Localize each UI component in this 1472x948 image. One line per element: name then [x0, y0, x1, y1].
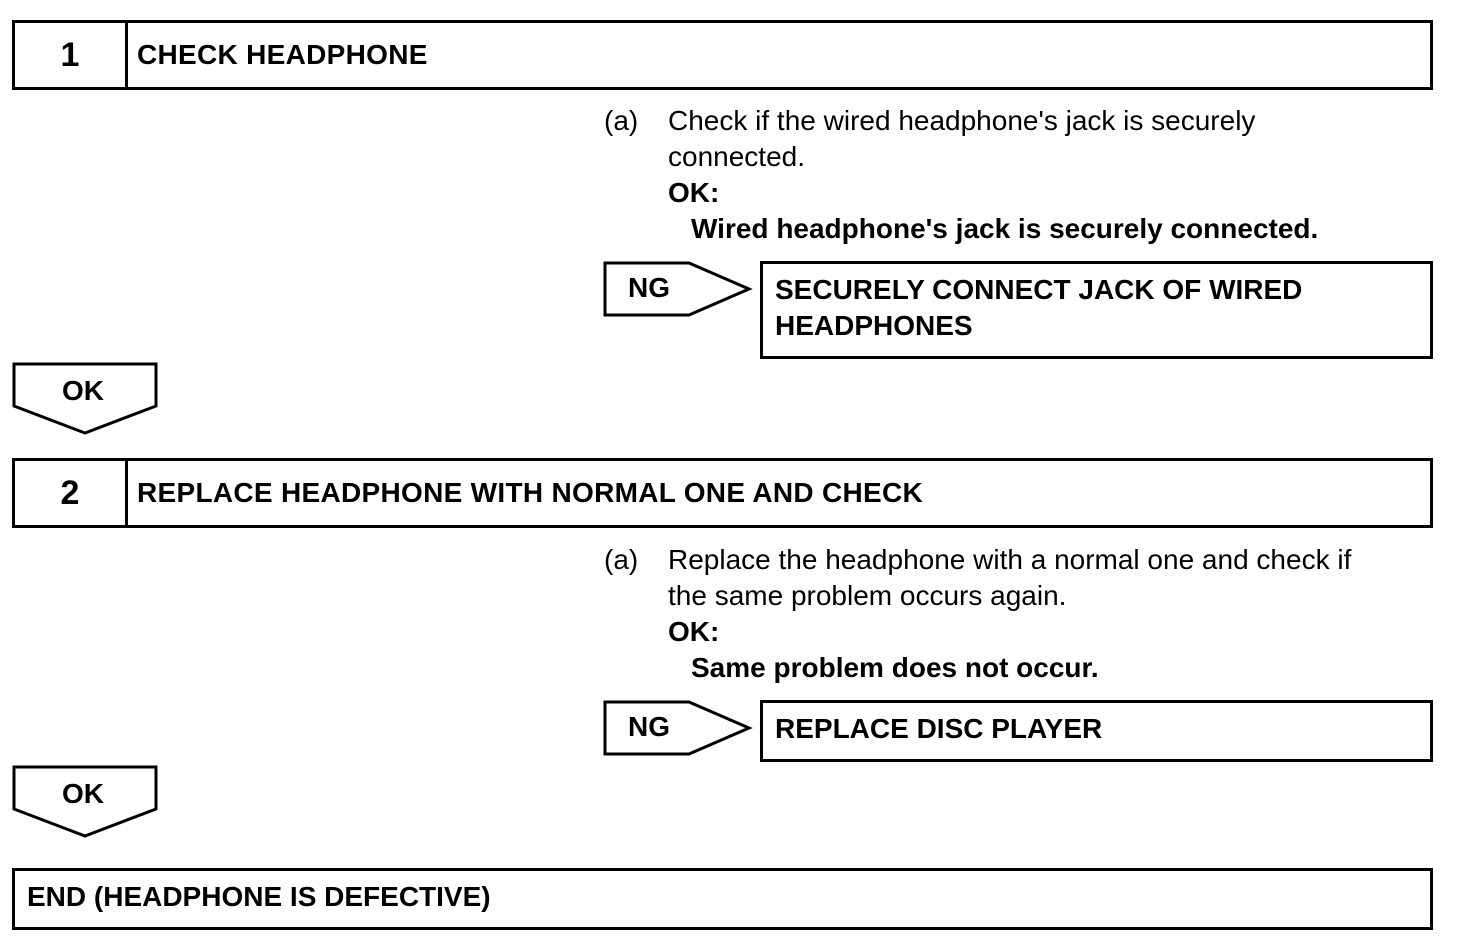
step-1-instruction-line1: Check if the wired headphone's jack is s…: [668, 105, 1256, 136]
end-box: END (HEADPHONE IS DEFECTIVE): [12, 868, 1433, 930]
step-1-title: CHECK HEADPHONE: [137, 39, 428, 70]
step-2-ng-arrow: [603, 700, 753, 756]
step-1-ng-action-line1: SECURELY CONNECT JACK OF WIRED: [775, 274, 1303, 305]
step-1-ok-arrow: [12, 362, 158, 435]
step-2-ok-arrow-label: OK: [62, 778, 104, 809]
end-text: END (HEADPHONE IS DEFECTIVE): [27, 881, 491, 912]
step-2-title: REPLACE HEADPHONE WITH NORMAL ONE AND CH…: [137, 477, 924, 508]
step-2-ok-label: OK:: [668, 616, 720, 647]
step-2-header: 2 REPLACE HEADPHONE WITH NORMAL ONE AND …: [12, 458, 1433, 528]
step-2-instruction-line2: the same problem occurs again.: [668, 580, 1067, 611]
step-1-instruction-line2: connected.: [668, 141, 805, 172]
step-2-ok-condition: Same problem does not occur.: [691, 652, 1099, 683]
step-1-ok-label: OK:: [668, 177, 720, 208]
step-1-ok-condition: Wired headphone's jack is securely conne…: [691, 213, 1319, 244]
step-1-ng-arrow: [603, 261, 753, 317]
step-1-number: 1: [15, 23, 128, 87]
step-2-ng-action: REPLACE DISC PLAYER: [775, 713, 1103, 744]
step-1-ng-action-box: SECURELY CONNECT JACK OF WIRED HEADPHONE…: [760, 261, 1433, 359]
step-2-item-marker: (a): [604, 544, 639, 575]
step-1-header: 1 CHECK HEADPHONE: [12, 20, 1433, 90]
step-1-ng-label: NG: [628, 272, 670, 303]
step-2-number: 2: [15, 461, 128, 525]
step-1-ok-arrow-label: OK: [62, 375, 104, 406]
step-1-item-marker: (a): [604, 105, 639, 136]
step-2-ng-action-box: REPLACE DISC PLAYER: [760, 700, 1433, 762]
step-2-instruction-line1: Replace the headphone with a normal one …: [668, 544, 1352, 575]
step-2-ok-arrow: [12, 765, 158, 838]
step-2-ng-label: NG: [628, 711, 670, 742]
step-1-ng-action-line2: HEADPHONES: [775, 310, 973, 341]
